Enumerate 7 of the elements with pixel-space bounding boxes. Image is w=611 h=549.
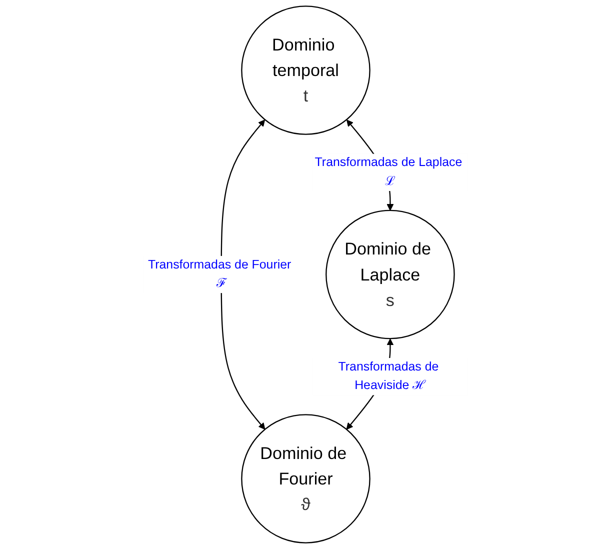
arrow: [220, 120, 265, 430]
node-circle: Dominio de Fourier ϑ: [240, 414, 370, 544]
edge-label: Transformadas de Fourier ℱ: [148, 258, 291, 290]
node-circle: Dominio temporal t: [240, 6, 370, 135]
edge-label: Transformadas de Heaviside ℋ: [338, 360, 438, 392]
edge-label: Transformadas de Laplace ℒ: [314, 156, 462, 188]
node-circle: Dominio de Laplace s: [325, 210, 455, 340]
